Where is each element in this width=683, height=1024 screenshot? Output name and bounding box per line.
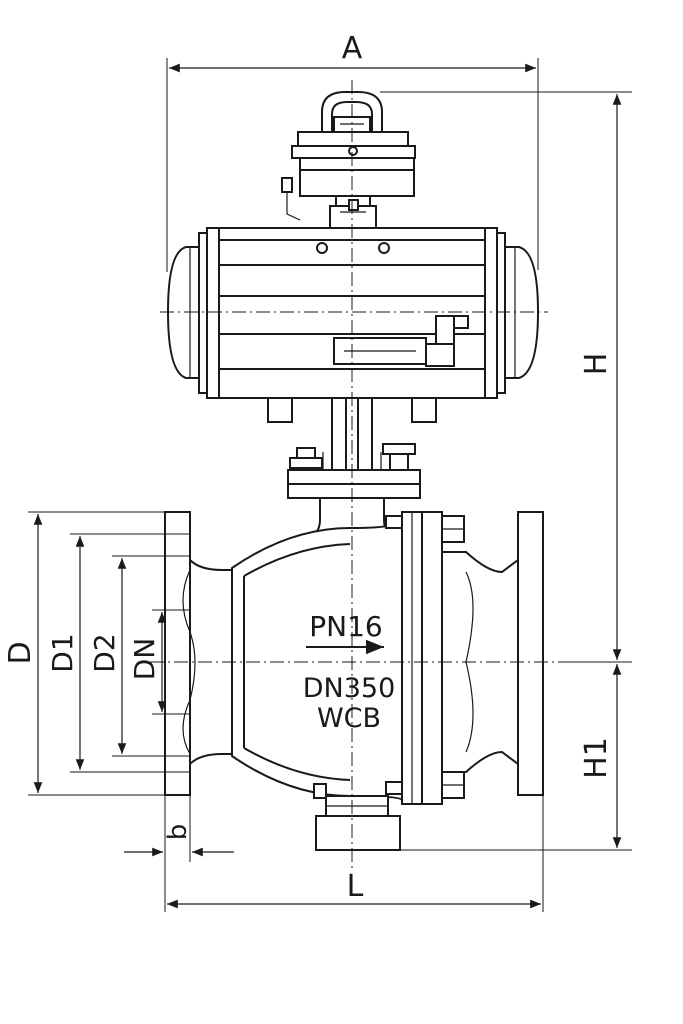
dim-label-dn: DN <box>128 638 161 681</box>
dim-label-l: L <box>347 869 364 904</box>
dim-label-d: D <box>3 641 38 664</box>
dim-label-d1: D1 <box>46 633 79 672</box>
limit-switch-box <box>281 91 416 229</box>
dim-label-a: A <box>342 31 363 66</box>
dim-label-d2: D2 <box>88 633 121 672</box>
dimension-lines <box>28 58 632 912</box>
valve-body <box>164 511 544 851</box>
dim-label-h: H <box>579 353 614 376</box>
center-lines <box>150 80 560 870</box>
dim-label-h1: H1 <box>579 737 614 779</box>
nominal-size-label: DN350 <box>303 673 396 704</box>
pressure-rating-label: PN16 <box>309 610 382 643</box>
dim-label-b: b <box>163 824 193 841</box>
pneumatic-actuator <box>166 227 540 423</box>
material-label: WCB <box>317 703 381 734</box>
